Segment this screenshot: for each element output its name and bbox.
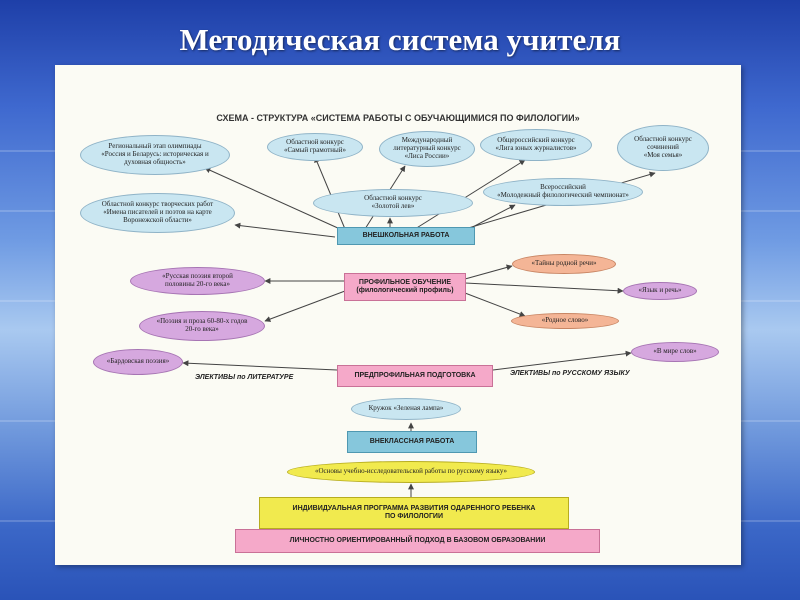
node-individualnaya-programma: ИНДИВИДУАЛЬНАЯ ПРОГРАММА РАЗВИТИЯ ОДАРЕН… [259, 497, 569, 529]
node-vneshkolnaya-rabota: ВНЕШКОЛЬНАЯ РАБОТА [337, 227, 475, 245]
node-predprofilnaya-podgotovka: ПРЕДПРОФИЛЬНАЯ ПОДГОТОВКА [337, 365, 493, 387]
link-predprof-mir-slov [492, 350, 632, 371]
node-zolotoy-lev: Областной конкурс «Золотой лев» [313, 189, 473, 217]
scheme-sheet: СХЕМА - СТРУКТУРА «СИСТЕМА РАБОТЫ С ОБУЧ… [55, 65, 741, 565]
link-vneshkol-regional [204, 167, 341, 230]
label-electives-russian: ЭЛЕКТИВЫ по РУССКОМУ ЯЗЫКУ [510, 370, 630, 377]
node-poeziya-60-80: «Поэзия и проза 60-80-х годов 20-го века… [139, 311, 265, 341]
node-vneklassnaya-rabota: ВНЕКЛАССНАЯ РАБОТА [347, 431, 477, 453]
node-imena-pisateley: Областной конкурс творческих работ «Имен… [80, 193, 235, 233]
link-profil-poezia6080 [264, 290, 346, 322]
label-electives-literature: ЭЛЕКТИВЫ по ЛИТЕРАТУРЕ [195, 374, 294, 381]
node-kruzhok-zelenaya-lampa: Кружок «Зеленая лампа» [351, 398, 461, 420]
node-tainy-rodnoy-rechi: «Тайны родной речи» [512, 254, 616, 274]
node-moya-semya: Областной конкурс сочинений «Моя семья» [617, 125, 709, 171]
node-bardovskaya-poeziya: «Бардовская поэзия» [93, 349, 183, 375]
node-lisa-rossii: Международный литературный конкурс «Лиса… [379, 131, 475, 167]
node-osnovy-issledovatelskoy: «Основы учебно-исследовательской работы … [287, 461, 535, 483]
slide-title: Методическая система учителя [179, 22, 621, 57]
link-vneshkol-gramotny [314, 156, 346, 230]
node-rodnoe-slovo: «Родное слово» [511, 313, 619, 329]
link-profil-yazyk [464, 282, 624, 294]
link-vneshkol-tvorch [234, 222, 336, 238]
link-profil-rodnoe [464, 292, 526, 317]
node-lichnostno-orientirovanny: ЛИЧНОСТНО ОРИЕНТИРОВАННЫЙ ПОДХОД В БАЗОВ… [235, 529, 600, 553]
node-russkaya-poeziya: «Русская поэзия второй половины 20-го ве… [130, 267, 265, 295]
link-vneshkol-chempionat [464, 204, 516, 232]
node-profilnoe-obuchenie: ПРОФИЛЬНОЕ ОБУЧЕНИЕ (филологический проф… [344, 273, 466, 301]
node-filolog-chempionat: Всероссийский «Молодежный филологический… [483, 178, 643, 206]
node-liga-jurnalistov: Общероссийский конкурс «Лига юных журнал… [480, 129, 592, 161]
scheme-title: СХЕМА - СТРУКТУРА «СИСТЕМА РАБОТЫ С ОБУЧ… [216, 113, 580, 123]
node-samy-gramotny: Областной конкурс «Самый грамотный» [267, 133, 363, 161]
node-v-mire-slov: «В мире слов» [631, 342, 719, 362]
node-regional-olympiad: Региональный этап олимпиады «Россия и Бе… [80, 135, 230, 175]
link-vneshkol-jurnalist [414, 159, 526, 230]
link-predprof-bardov [182, 360, 338, 371]
link-profil-tainy [464, 264, 513, 280]
node-yazyk-i-rech: «Язык и речь» [623, 282, 697, 300]
